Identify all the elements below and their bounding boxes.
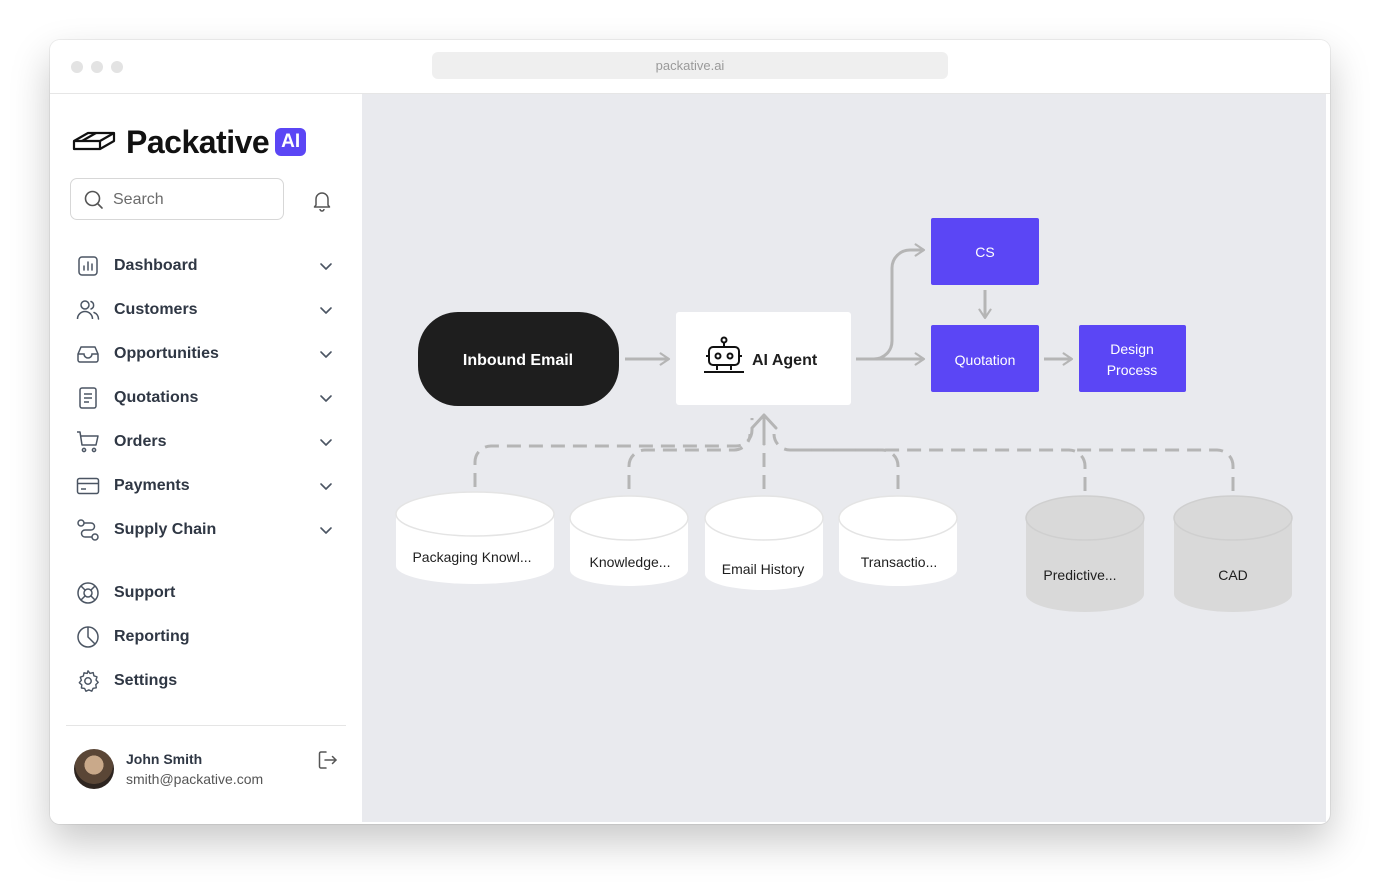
source-connectors xyxy=(473,418,1235,491)
logout-icon[interactable] xyxy=(317,749,339,771)
data-source-label: Predictive... xyxy=(1043,567,1116,583)
nav-label: Reporting xyxy=(114,628,190,645)
users-icon xyxy=(76,298,100,322)
user-email: smith@packative.com xyxy=(126,771,264,787)
nav-item-payments[interactable]: Payments xyxy=(76,468,334,504)
data-source-email-history[interactable]: Email History xyxy=(704,495,824,590)
chevron-down-icon[interactable] xyxy=(318,434,334,450)
workflow-diagram: Inbound Email AI Agent xyxy=(395,218,1293,612)
nav-label: Dashboard xyxy=(114,257,198,274)
app-logo[interactable]: Packative AI xyxy=(72,122,307,162)
credit-card-icon xyxy=(76,474,100,498)
chevron-down-icon[interactable] xyxy=(318,346,334,362)
search-input[interactable] xyxy=(111,179,275,221)
browser-window: packative.ai Packative AI xyxy=(50,40,1330,824)
workflow-canvas: Inbound Email AI Agent xyxy=(362,94,1326,822)
nav-item-reporting[interactable]: Reporting xyxy=(76,619,334,655)
nav-item-opportunities[interactable]: Opportunities xyxy=(76,336,334,372)
nav-label: Supply Chain xyxy=(114,521,217,538)
data-source-cad[interactable]: CAD xyxy=(1173,495,1293,612)
design-process-node[interactable]: Design Process xyxy=(1079,325,1186,392)
quotation-node[interactable]: Quotation xyxy=(931,325,1039,392)
logo-badge: AI xyxy=(275,128,307,156)
bar-chart-icon xyxy=(76,254,100,278)
cs-node[interactable]: CS xyxy=(931,218,1039,285)
data-source-label: Transactio... xyxy=(861,554,938,570)
data-source-knowledge[interactable]: Knowledge... xyxy=(569,495,689,586)
document-icon xyxy=(76,386,100,410)
search-box[interactable] xyxy=(70,178,284,221)
nav-label: Settings xyxy=(114,672,178,689)
user-name: John Smith xyxy=(126,751,203,767)
nav-label: Opportunities xyxy=(114,345,219,362)
inbound-email-node[interactable]: Inbound Email xyxy=(418,312,619,406)
data-source-label: Email History xyxy=(722,561,804,577)
chevron-down-icon[interactable] xyxy=(318,390,334,406)
lifebuoy-icon xyxy=(76,581,100,605)
robot-icon xyxy=(704,336,744,373)
chevron-down-icon[interactable] xyxy=(318,478,334,494)
sidebar: Packative AI Dashboard Custom xyxy=(50,94,361,824)
agent-up-arrow xyxy=(750,413,778,446)
nav-label: Quotations xyxy=(114,389,199,406)
data-source-packaging-knowledge[interactable]: Packaging Knowl... xyxy=(395,491,555,584)
data-source-label: Knowledge... xyxy=(590,554,671,570)
nav-label: Support xyxy=(114,584,176,601)
minimize-window-button[interactable] xyxy=(91,61,103,73)
data-source-transactions[interactable]: Transactio... xyxy=(838,495,958,586)
nav-item-support[interactable]: Support xyxy=(76,575,334,611)
gear-icon xyxy=(76,669,100,693)
nav-item-orders[interactable]: Orders xyxy=(76,424,334,460)
nav-item-supply-chain[interactable]: Supply Chain xyxy=(76,512,334,548)
design-process-label-line1: Design xyxy=(1110,341,1154,357)
data-source-label: Packaging Knowl... xyxy=(412,549,531,565)
address-bar[interactable]: packative.ai xyxy=(432,52,948,79)
nav-item-quotations[interactable]: Quotations xyxy=(76,380,334,416)
ai-agent-label: AI Agent xyxy=(752,352,818,369)
pie-chart-icon xyxy=(76,625,100,649)
cs-label: CS xyxy=(975,244,994,260)
nav-label: Payments xyxy=(114,477,190,494)
cart-icon xyxy=(76,430,100,454)
inbound-email-label: Inbound Email xyxy=(463,352,573,369)
arrow-agent-to-cs xyxy=(856,243,926,361)
bell-icon[interactable] xyxy=(312,190,332,212)
data-source-predictive[interactable]: Predictive... xyxy=(1025,495,1145,612)
search-icon xyxy=(84,190,103,209)
nav-item-customers[interactable]: Customers xyxy=(76,292,334,328)
chevron-down-icon[interactable] xyxy=(318,522,334,538)
inbox-icon xyxy=(76,342,100,366)
design-process-label-line2: Process xyxy=(1107,362,1158,378)
chevron-down-icon[interactable] xyxy=(318,302,334,318)
avatar[interactable] xyxy=(74,749,114,789)
ai-agent-node[interactable]: AI Agent xyxy=(676,312,851,405)
close-window-button[interactable] xyxy=(71,61,83,73)
browser-titlebar: packative.ai xyxy=(50,40,1330,94)
chevron-down-icon[interactable] xyxy=(318,258,334,274)
nav-item-dashboard[interactable]: Dashboard xyxy=(76,248,334,284)
sidebar-divider xyxy=(66,725,346,726)
nav-item-settings[interactable]: Settings xyxy=(76,663,334,699)
data-source-label: CAD xyxy=(1218,567,1248,583)
logo-text: Packative xyxy=(126,123,270,160)
quotation-label: Quotation xyxy=(955,352,1016,368)
nav-label: Customers xyxy=(114,301,198,318)
nav-label: Orders xyxy=(114,433,167,450)
route-icon xyxy=(76,518,100,542)
maximize-window-button[interactable] xyxy=(111,61,123,73)
box-logo-icon xyxy=(72,131,116,151)
